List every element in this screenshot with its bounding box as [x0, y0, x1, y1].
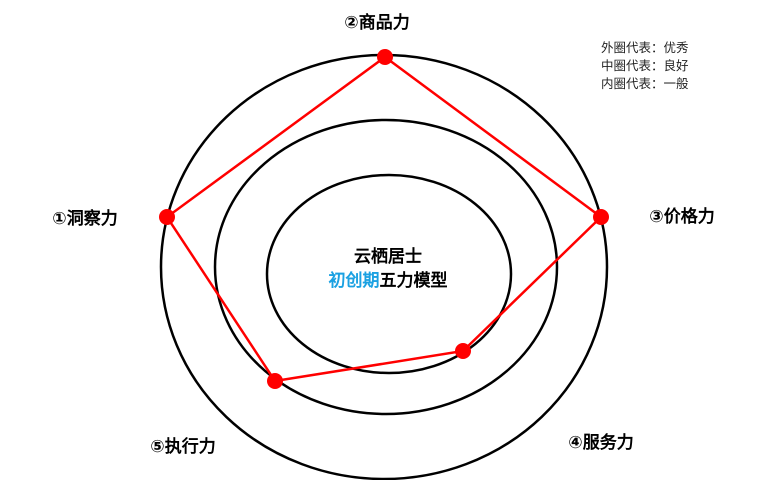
center-title-line2: 初创期五力模型 [329, 270, 448, 291]
axis-label-service: ④服务力 [568, 432, 633, 453]
outer-ring [159, 53, 609, 480]
legend-outer: 外圈代表：优秀 [601, 40, 689, 55]
point-product [377, 49, 393, 65]
center-title-rest: 五力模型 [380, 270, 448, 291]
center-title-line1: 云栖居士 [354, 246, 422, 267]
center-title-highlight: 初创期 [329, 270, 380, 291]
rating-polygon [165, 55, 603, 383]
axis-label-price: ③价格力 [649, 206, 714, 227]
inner-ring [265, 173, 513, 375]
point-insight [159, 209, 175, 225]
axis-label-insight: ①洞察力 [52, 208, 117, 229]
axis-label-product: ②商品力 [344, 12, 409, 33]
axis-label-execution: ⑤执行力 [150, 436, 215, 457]
point-service [455, 343, 471, 359]
middle-ring [213, 118, 559, 416]
legend-middle: 中圈代表：良好 [601, 58, 689, 73]
point-price [593, 209, 609, 225]
legend-inner: 内圈代表：一般 [601, 76, 689, 91]
point-execution [267, 373, 283, 389]
